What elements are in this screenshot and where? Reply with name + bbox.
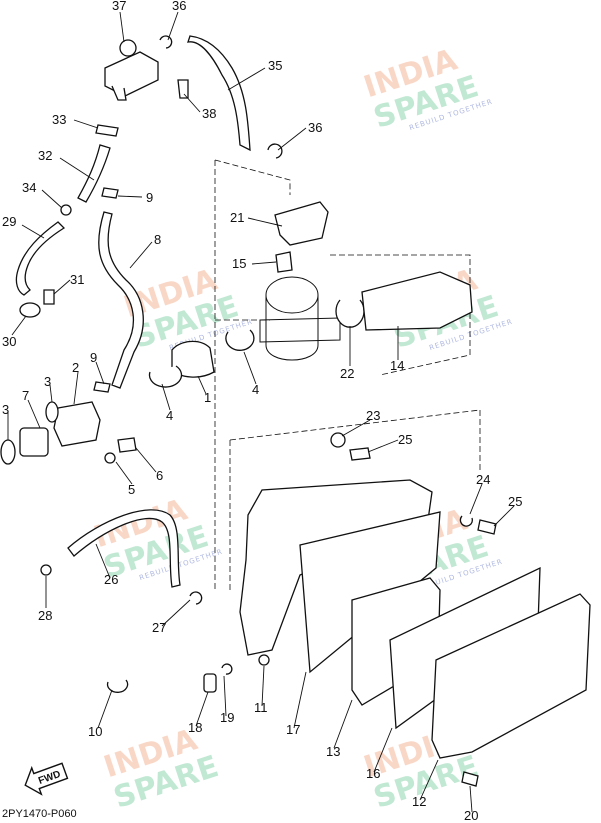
part-25-bolt-upper	[349, 447, 371, 461]
callout-10: 10	[88, 724, 102, 739]
leader-lines	[7, 11, 515, 813]
part-4-clamp-upper	[225, 329, 255, 351]
part-35-hose	[187, 35, 251, 152]
part-6-bolt	[117, 437, 137, 453]
part-31-bolt	[43, 289, 55, 305]
part-24-washer	[459, 515, 474, 527]
part-19-clip	[221, 663, 233, 675]
callout-18: 18	[188, 720, 202, 735]
part-11-clip	[258, 654, 270, 666]
part-36-clip-lower	[267, 143, 283, 159]
carburetor-outline	[259, 276, 341, 361]
part-29-hose	[15, 221, 66, 296]
part-33-clamp	[95, 124, 119, 137]
callout-6: 6	[156, 468, 163, 483]
part-36-clip	[159, 35, 173, 49]
part-5-washer	[104, 452, 116, 464]
callout-12: 12	[412, 794, 426, 809]
part-23-grommet	[330, 432, 346, 448]
callout-24: 24	[476, 472, 490, 487]
callout-34: 34	[22, 180, 36, 195]
callout-3: 3	[44, 374, 51, 389]
callout-11: 11	[254, 700, 268, 715]
part-15-fitting	[275, 251, 293, 273]
callout-22: 22	[340, 366, 354, 381]
part-21-cap	[274, 201, 329, 246]
callout-9: 9	[146, 190, 153, 205]
part-3-oring-2	[45, 401, 59, 423]
callout-8: 8	[154, 232, 161, 247]
part-18-plug	[203, 673, 217, 693]
callout-3: 3	[2, 402, 9, 417]
callout-25: 25	[398, 432, 412, 447]
part-17-gasket	[299, 511, 441, 674]
callout-9: 9	[90, 350, 97, 365]
callout-31: 31	[70, 272, 84, 287]
callout-23: 23	[366, 408, 380, 423]
part-10-clip	[106, 679, 129, 693]
part-25-bolt	[477, 519, 497, 535]
part-12-airbox-cover	[431, 593, 591, 759]
callout-5: 5	[128, 482, 135, 497]
callout-13: 13	[326, 744, 340, 759]
callout-19: 19	[220, 710, 234, 725]
callout-38: 38	[202, 106, 216, 121]
callout-20: 20	[464, 808, 478, 823]
callout-1: 1	[204, 390, 211, 405]
part-22-clamp	[335, 299, 365, 328]
part-2-flange	[53, 401, 101, 447]
callout-26: 26	[104, 572, 118, 587]
callout-17: 17	[286, 722, 300, 737]
callout-25: 25	[508, 494, 522, 509]
callout-16: 16	[366, 766, 380, 781]
callout-14: 14	[390, 358, 404, 373]
callout-28: 28	[38, 608, 52, 623]
callout-29: 29	[2, 214, 16, 229]
callout-4: 4	[252, 382, 259, 397]
watermark-logo-6: INDIA SPARE	[100, 722, 223, 815]
callout-37: 37	[112, 0, 126, 13]
part-38-bolt	[177, 79, 189, 99]
part-8-hose	[98, 211, 144, 389]
part-32-hose	[77, 144, 111, 203]
callout-2: 2	[72, 360, 79, 375]
callout-36: 36	[172, 0, 186, 13]
part-3-oring	[0, 439, 16, 465]
callout-35: 35	[268, 58, 282, 73]
part-4-clamp	[148, 365, 183, 388]
callout-15: 15	[232, 256, 246, 271]
callout-4: 4	[166, 408, 173, 423]
part-37-valve-assembly	[104, 39, 159, 101]
part-7-gasket	[19, 427, 49, 457]
callout-33: 33	[52, 112, 66, 127]
callout-36: 36	[308, 120, 322, 135]
part-26-drain-hose	[67, 509, 181, 588]
fwd-arrow-icon: FWD	[24, 762, 69, 796]
part-20-screw	[461, 771, 479, 787]
part-30-grommet	[19, 302, 41, 318]
callout-21: 21	[230, 210, 244, 225]
watermark-logo-1: INDIA SPARE REBUILD TOGETHER	[360, 42, 494, 135]
callout-7: 7	[22, 388, 29, 403]
part-9-clamp	[101, 187, 119, 199]
part-27-clip	[189, 591, 203, 605]
callout-32: 32	[38, 148, 52, 163]
callout-30: 30	[2, 334, 16, 349]
diagram-code: 2PY1470-P060	[2, 808, 77, 820]
callout-27: 27	[152, 620, 166, 635]
part-34-clip	[60, 204, 72, 216]
part-14-intake-duct	[361, 271, 473, 331]
callout-labels: 37 36 35 38 33 36 32 34 9 29 31 30 21 15…	[2, 0, 522, 823]
part-9-clamp-lower	[93, 381, 111, 393]
part-28-clip	[40, 564, 52, 576]
